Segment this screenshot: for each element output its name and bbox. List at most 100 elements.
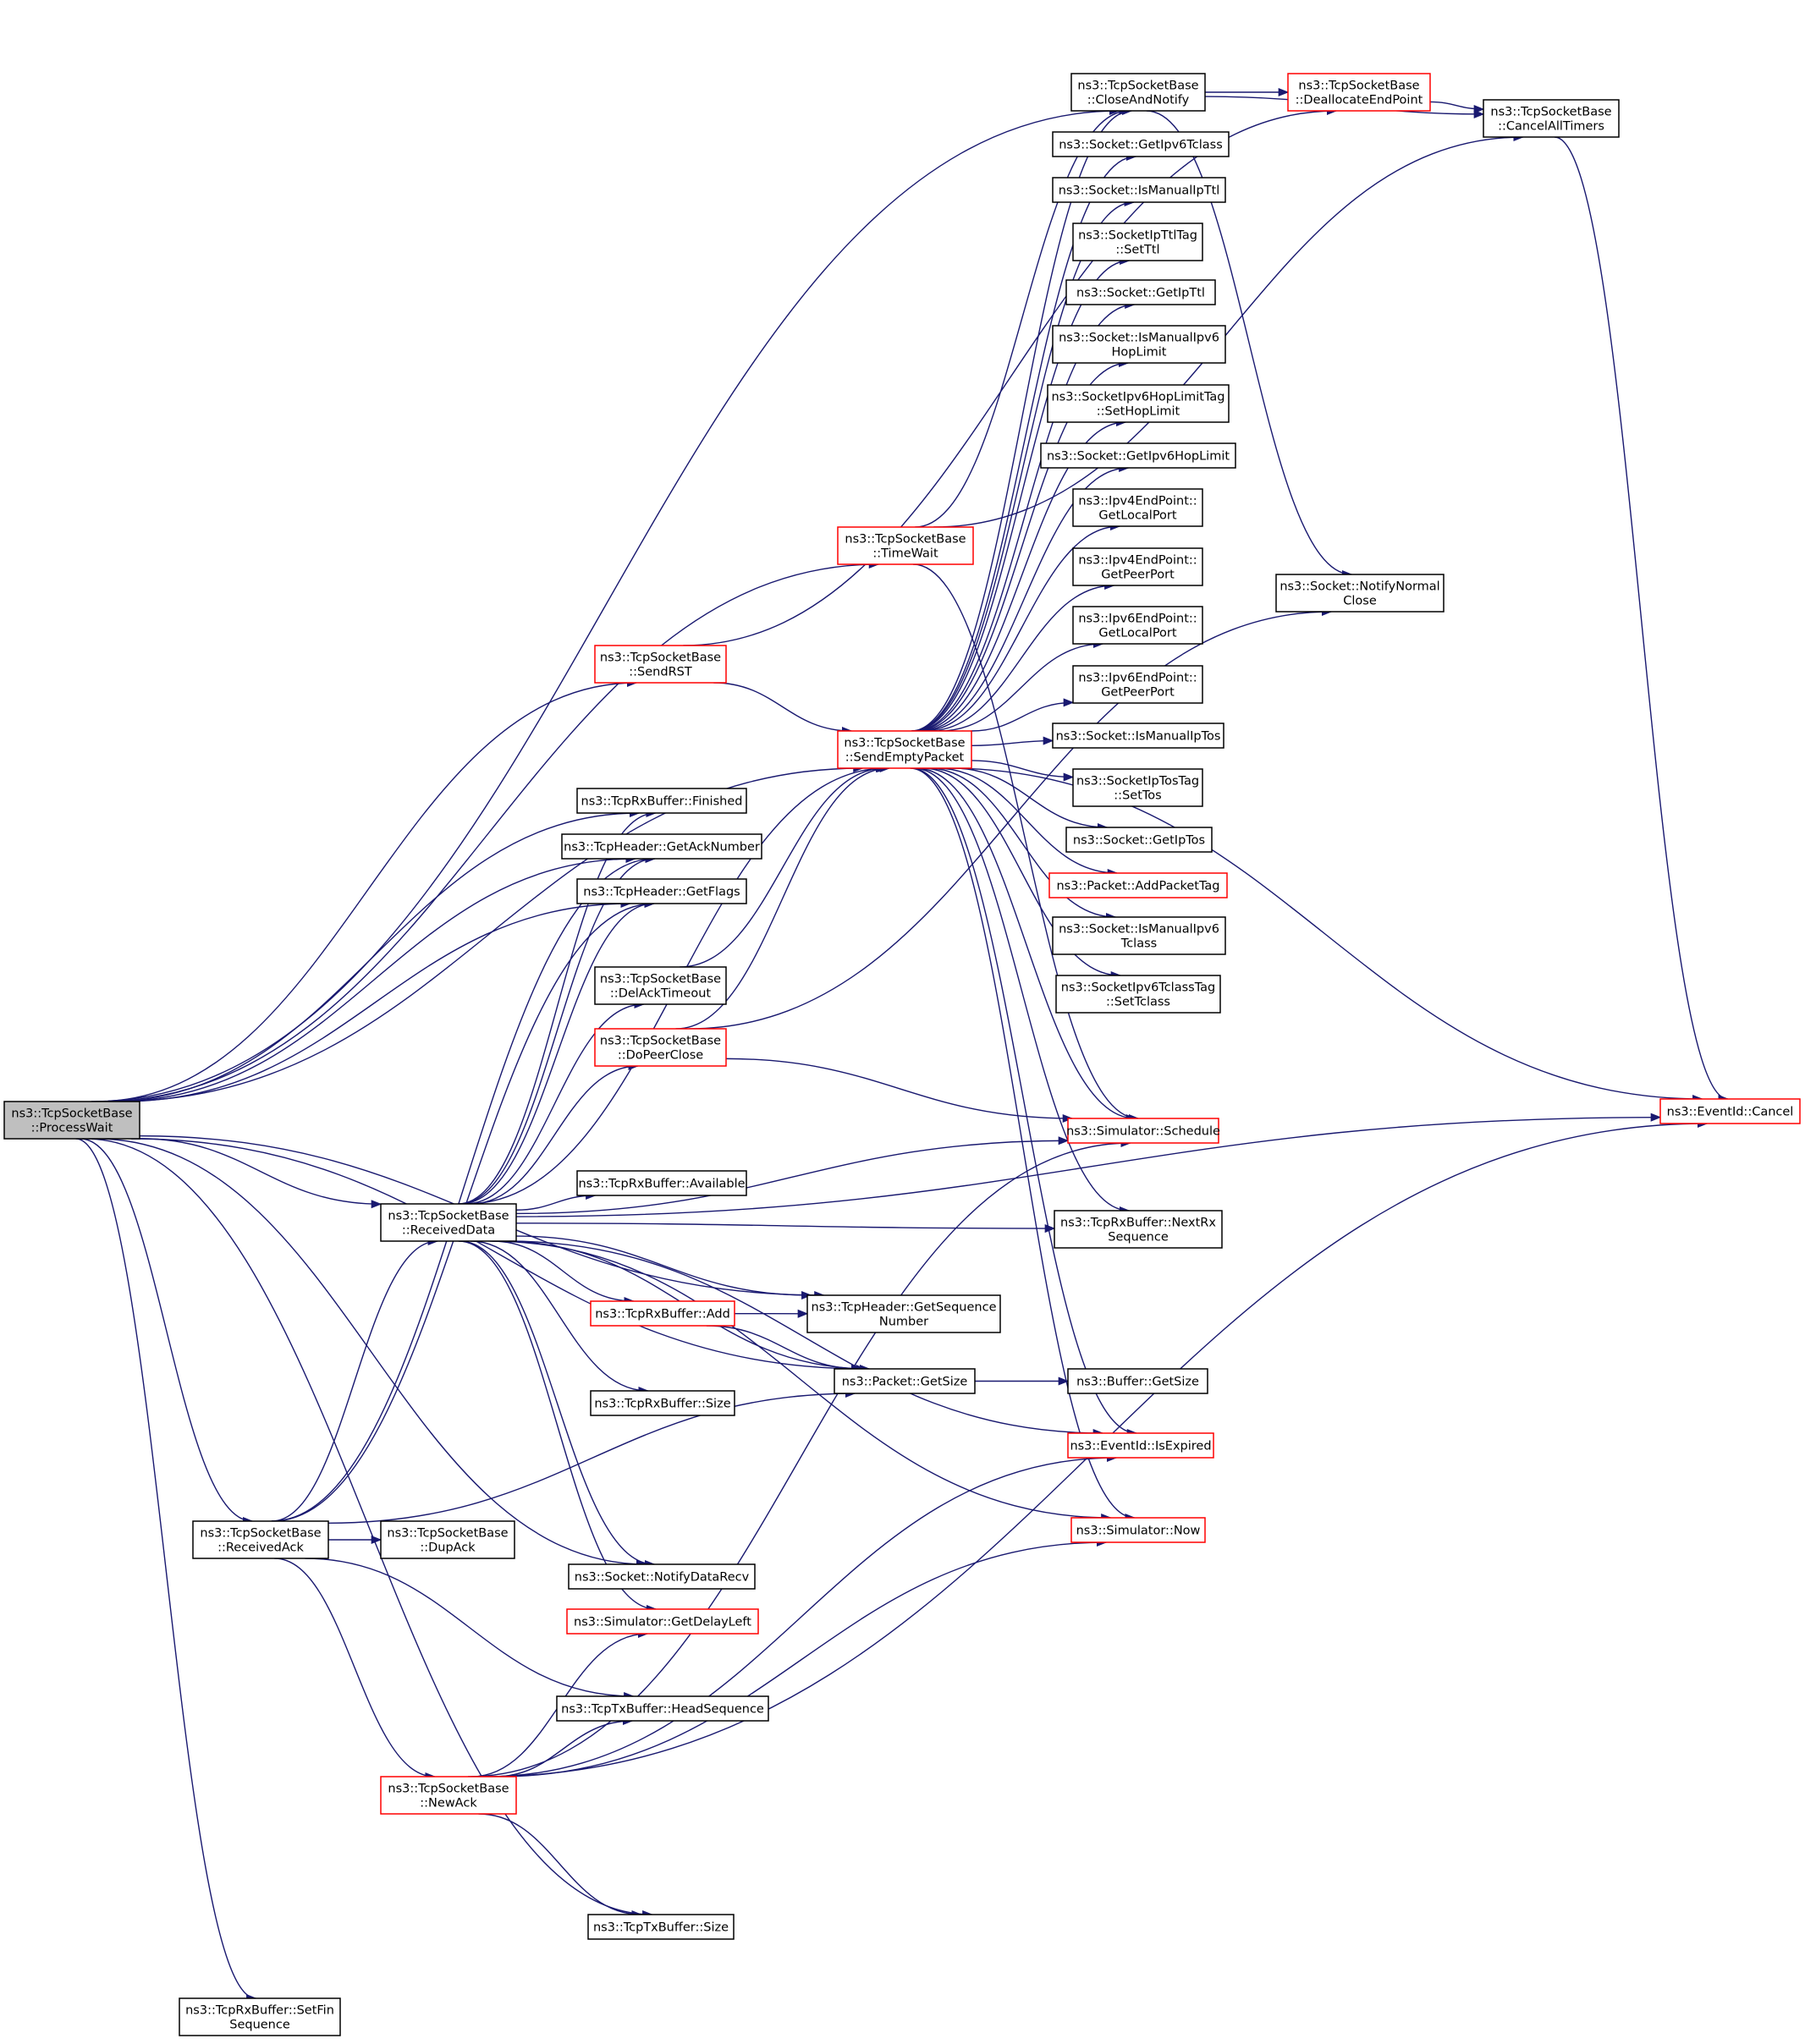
node-box [1040, 442, 1236, 469]
node-label: ns3::TcpSocketBase [600, 651, 721, 664]
node-sethoplimit[interactable]: ns3::SocketIpv6HopLimitTag::SetHopLimit [1047, 384, 1230, 423]
node-box [837, 526, 974, 565]
node-label: ns3::Socket::GetIpv6HopLimit [1047, 449, 1230, 463]
node-packet_getsize[interactable]: ns3::Packet::GetSize [834, 1368, 976, 1394]
node-sendemptypacket[interactable]: ns3::TcpSocketBase::SendEmptyPacket [837, 730, 972, 769]
node-headsequence[interactable]: ns3::TcpTxBuffer::HeadSequence [556, 1695, 769, 1722]
node-processwait[interactable]: ns3::TcpSocketBase::ProcessWait [3, 1101, 140, 1140]
node-label: ns3::Socket::GetIpTos [1073, 833, 1205, 847]
node-box [1072, 223, 1203, 261]
edge-sendemptypacket-to-ipv4_getpeerport [928, 580, 1115, 732]
edge-sendemptypacket-to-settclass [922, 767, 1122, 981]
node-box [587, 1914, 735, 1940]
node-ipv4_getpeerport[interactable]: ns3::Ipv4EndPoint::GetPeerPort [1072, 547, 1203, 586]
node-box [380, 1520, 515, 1559]
edge-processwait-to-closeandnotify [91, 106, 1120, 1102]
node-box [806, 1294, 1001, 1333]
node-box [576, 788, 747, 814]
node-label: ::SetTos [1114, 788, 1161, 802]
edge-receiveddata-to-getflags [460, 898, 655, 1205]
node-getacknumber[interactable]: ns3::TcpHeader::GetAckNumber [561, 833, 762, 860]
node-box [1052, 177, 1226, 203]
edge-sendemptypacket-to-nextrxsequence [913, 767, 1131, 1215]
node-receiveddata[interactable]: ns3::TcpSocketBase::ReceivedData [380, 1203, 517, 1242]
node-getdelayleft[interactable]: ns3::Simulator::GetDelayLeft [566, 1608, 759, 1635]
node-label: ns3::TcpHeader::GetFlags [583, 885, 740, 898]
edge-processwait-to-sendrst [96, 678, 638, 1102]
node-settclass[interactable]: ns3::SocketIpv6TclassTag::SetTclass [1055, 975, 1221, 1014]
node-timewait[interactable]: ns3::TcpSocketBase::TimeWait [837, 526, 974, 565]
node-newack[interactable]: ns3::TcpSocketBase::NewAck [380, 1776, 517, 1815]
node-getipv6tclass[interactable]: ns3::Socket::GetIpv6Tclass [1052, 131, 1230, 157]
edge-sendemptypacket-to-ipv4_getlocalport [922, 521, 1121, 732]
node-socketipttltag_setttl[interactable]: ns3::SocketIpTtlTag::SetTtl [1072, 223, 1203, 261]
node-rx_add[interactable]: ns3::TcpRxBuffer::Add [590, 1300, 735, 1327]
node-receivedack[interactable]: ns3::TcpSocketBase::ReceivedAck [192, 1520, 329, 1559]
node-rx_size[interactable]: ns3::TcpRxBuffer::Size [590, 1390, 735, 1416]
node-label: ns3::Socket::IsManualIpTtl [1059, 184, 1220, 197]
edge-receiveddata-to-delacktimeout [465, 999, 646, 1205]
node-sendrst[interactable]: ns3::TcpSocketBase::SendRST [594, 645, 727, 684]
node-label: ns3::SocketIpTosTag [1076, 774, 1199, 788]
node-label: ns3::Socket::GetIpv6Tclass [1059, 138, 1223, 151]
node-box [3, 1101, 140, 1140]
node-label: ns3::TcpHeader::GetSequence [812, 1300, 997, 1314]
node-label: ::SendEmptyPacket [845, 750, 965, 764]
node-cancelalltimers[interactable]: ns3::TcpSocketBase::CancelAllTimers [1483, 99, 1620, 138]
node-ipv4_getlocalport[interactable]: ns3::Ipv4EndPoint::GetLocalPort [1072, 488, 1203, 527]
node-label: ns3::Ipv4EndPoint:: [1078, 553, 1197, 567]
edge-receiveddata-to-rx_size [471, 1240, 650, 1396]
node-settos[interactable]: ns3::SocketIpTosTag::SetTos [1072, 768, 1203, 807]
node-simulator_now[interactable]: ns3::Simulator::Now [1070, 1517, 1206, 1543]
node-rx_available[interactable]: ns3::TcpRxBuffer::Available [576, 1170, 747, 1196]
node-box [576, 1170, 747, 1196]
node-box [1047, 384, 1230, 423]
node-getipttl[interactable]: ns3::Socket::GetIpTtl [1065, 279, 1216, 305]
node-box [380, 1203, 517, 1242]
node-label: ns3::Packet::GetSize [842, 1375, 968, 1388]
node-eventid_cancel[interactable]: ns3::EventId::Cancel [1659, 1098, 1801, 1124]
node-label: ns3::Ipv6EndPoint:: [1078, 612, 1197, 625]
node-box [1072, 547, 1203, 586]
node-rx_finished[interactable]: ns3::TcpRxBuffer::Finished [576, 788, 747, 814]
node-ipv6_getlocalport[interactable]: ns3::Ipv6EndPoint::GetLocalPort [1072, 606, 1203, 645]
edge-receiveddata-to-rx_add [492, 1240, 636, 1306]
edge-timewait-to-simulator_schedule [912, 563, 1140, 1123]
node-box [594, 1028, 727, 1067]
edge-cancelalltimers-to-eventid_cancel [1554, 136, 1730, 1103]
node-delacktimeout[interactable]: ns3::TcpSocketBase::DelAckTimeout [594, 966, 727, 1005]
node-label: ::CancelAllTimers [1498, 119, 1604, 133]
node-simulator_schedule[interactable]: ns3::Simulator::Schedule [1066, 1118, 1220, 1144]
node-addpackettag[interactable]: ns3::Packet::AddPacketTag [1048, 872, 1228, 898]
node-tx_size[interactable]: ns3::TcpTxBuffer::Size [587, 1914, 735, 1940]
node-box [594, 966, 727, 1005]
edge-newack-to-isexpired [485, 1453, 1118, 1778]
edge-receiveddata-to-getsequencenumber [515, 1235, 812, 1300]
node-ismanualiptos[interactable]: ns3::Socket::IsManualIpTos [1052, 723, 1224, 749]
edge-sendemptypacket-to-ipv6_getlocalport [939, 639, 1104, 732]
node-ismanualipttl[interactable]: ns3::Socket::IsManualIpTtl [1052, 177, 1226, 203]
node-getipv6hoplimit[interactable]: ns3::Socket::GetIpv6HopLimit [1040, 442, 1236, 469]
node-box [1275, 574, 1445, 613]
edge-receiveddata-to-isexpired [506, 1240, 1104, 1438]
node-buffer_getsize[interactable]: ns3::Buffer::GetSize [1067, 1368, 1208, 1394]
node-notifydatarecv[interactable]: ns3::Socket::NotifyDataRecv [568, 1563, 756, 1590]
node-deallocateendpoint[interactable]: ns3::TcpSocketBase::DeallocateEndPoint [1287, 73, 1431, 112]
node-getflags[interactable]: ns3::TcpHeader::GetFlags [576, 878, 747, 904]
node-isexpired[interactable]: ns3::EventId::IsExpired [1067, 1432, 1214, 1459]
node-dopeerclose[interactable]: ns3::TcpSocketBase::DoPeerClose [594, 1028, 727, 1067]
node-label: ns3::Socket::GetIpTtl [1076, 286, 1205, 299]
edge-receivedack-to-packet_getsize [327, 1388, 856, 1524]
node-closeandnotify[interactable]: ns3::TcpSocketBase::CloseAndNotify [1070, 73, 1206, 112]
node-dupack[interactable]: ns3::TcpSocketBase::DupAck [380, 1520, 515, 1559]
node-box [1065, 827, 1213, 853]
node-getiptos[interactable]: ns3::Socket::GetIpTos [1065, 827, 1213, 853]
node-ipv6_getpeerport[interactable]: ns3::Ipv6EndPoint::GetPeerPort [1072, 665, 1203, 704]
edge-newack-to-tx_size [478, 1813, 642, 1920]
